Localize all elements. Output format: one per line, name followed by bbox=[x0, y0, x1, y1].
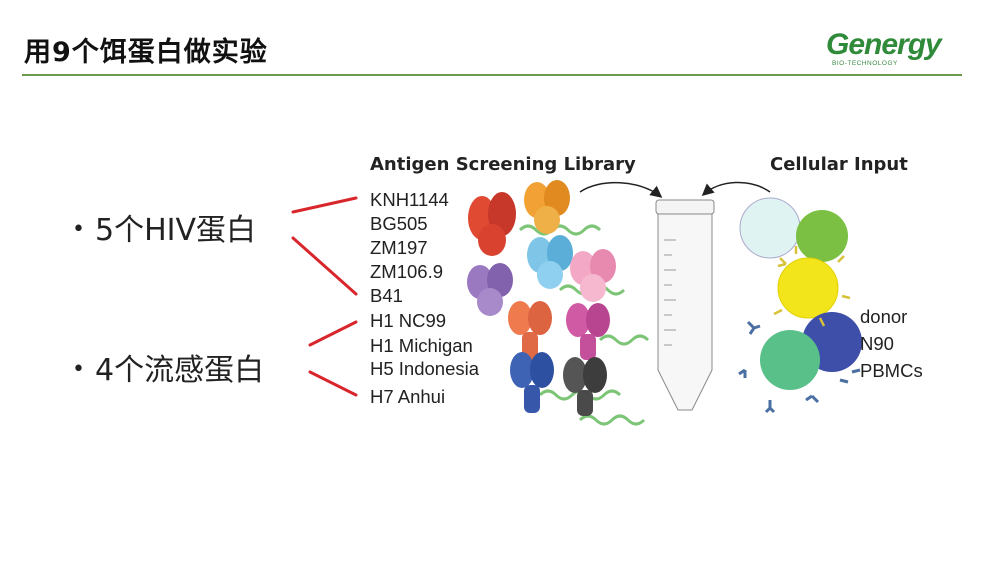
cell-yellow bbox=[778, 258, 838, 318]
antigen-proteins bbox=[467, 180, 616, 416]
centrifuge-tube bbox=[656, 200, 714, 410]
protein-magenta bbox=[566, 303, 610, 360]
protein-purple bbox=[467, 263, 513, 316]
antigen-label: B41 bbox=[370, 285, 403, 307]
cell-white bbox=[740, 198, 800, 258]
protein-blue bbox=[510, 352, 554, 413]
antigen-label: ZM197 bbox=[370, 237, 428, 259]
antigen-label: H7 Anhui bbox=[370, 386, 445, 408]
cellular-input-heading: Cellular Input bbox=[770, 154, 908, 175]
protein-pink bbox=[570, 249, 616, 302]
donor-label: PBMCs bbox=[860, 360, 923, 382]
protein-red bbox=[468, 192, 516, 256]
pbmc-cells bbox=[739, 198, 862, 412]
protein-gray bbox=[563, 357, 607, 416]
protein-lightblue bbox=[527, 235, 573, 289]
library-heading: Antigen Screening Library bbox=[370, 154, 636, 175]
donor-label: donor bbox=[860, 306, 907, 328]
arrow-cells-to-tube bbox=[704, 182, 770, 194]
cell-teal bbox=[760, 330, 820, 390]
cell-green bbox=[796, 210, 848, 262]
arrow-library-to-tube bbox=[580, 183, 660, 196]
antigen-label: H1 NC99 bbox=[370, 310, 446, 332]
antigen-label: ZM106.9 bbox=[370, 261, 443, 283]
antigen-label: KNH1144 bbox=[370, 189, 449, 211]
protein-salmon bbox=[508, 301, 552, 360]
donor-label: N90 bbox=[860, 333, 894, 355]
antigen-label: H5 Indonesia bbox=[370, 358, 479, 380]
antigen-label: BG505 bbox=[370, 213, 428, 235]
antigen-label: H1 Michigan bbox=[370, 335, 473, 357]
